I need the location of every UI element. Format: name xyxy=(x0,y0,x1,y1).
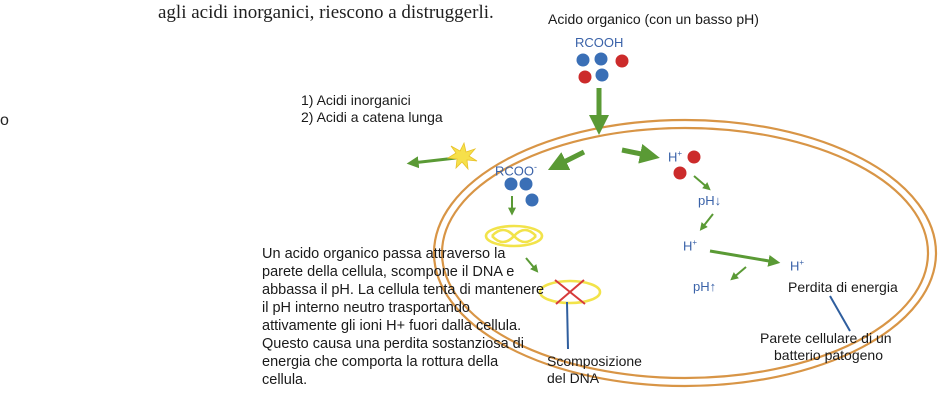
cell-wall-label-2: batterio patogeno xyxy=(774,347,883,363)
dna-strand-icon xyxy=(484,224,544,248)
dna-breakdown-label-2: del DNA xyxy=(547,370,600,386)
pointer-dna xyxy=(566,301,569,350)
edge-text-fragment: o xyxy=(0,112,9,129)
proton-molecules xyxy=(673,150,701,180)
arrow-dna-to-cut xyxy=(525,257,539,273)
burst-icon xyxy=(446,141,478,171)
energy-loss-label: Perdita di energia xyxy=(788,279,898,295)
rcoo-text: RCOO xyxy=(495,163,534,179)
arrow-to-ph-up xyxy=(730,266,747,281)
arrow-to-rcoo xyxy=(547,149,586,171)
process-arrows xyxy=(406,88,781,281)
rcoo-molecule xyxy=(504,177,539,207)
rcooh-label: RCOOH xyxy=(575,35,624,50)
dna-breakdown-label-1: Scomposizione xyxy=(547,353,642,369)
arrow-to-h-plus xyxy=(621,143,660,164)
intro-text-fragment: agli acidi inorganici, riescono a distru… xyxy=(158,2,494,23)
rcoo-charge: - xyxy=(534,162,537,172)
h-plus-out-text: H xyxy=(790,258,800,274)
ph-down-label: pH↓ xyxy=(698,193,722,208)
rcooh-molecule xyxy=(576,52,629,84)
description-text: Un acido organico passa attraverso la pa… xyxy=(262,246,545,388)
h-plus-out-charge: + xyxy=(799,258,805,267)
inorganic-acids-label-2: 2) Acidi a catena lunga xyxy=(301,109,443,125)
arrow-ph-down-to-h xyxy=(699,213,714,231)
h-plus-mid-label: H+ xyxy=(683,238,697,253)
h-plus-mid-charge: + xyxy=(692,238,698,247)
arrow-h-out xyxy=(709,249,781,267)
cell-wall-label-1: Parete cellulare di un xyxy=(760,330,892,346)
h-plus-top-charge: + xyxy=(677,149,683,158)
inorganic-acids-label-1: 1) Acidi inorganici xyxy=(301,92,411,108)
arrow-inorganic-bounce xyxy=(406,156,457,169)
h-plus-out-label: H+ xyxy=(790,258,804,273)
h-plus-top-label: H+ xyxy=(668,149,682,164)
ph-up-label: pH↑ xyxy=(693,279,717,294)
rcoo-label: RCOO- xyxy=(495,162,537,178)
h-plus-top-text: H xyxy=(668,149,678,165)
label-pointers xyxy=(566,295,851,350)
cell-wall xyxy=(432,118,938,388)
arrow-h-to-ph-down xyxy=(693,175,711,191)
broken-dna-icon xyxy=(538,279,602,305)
organic-acid-label: Acido organico (con un basso pH) xyxy=(548,11,759,27)
h-plus-mid-text: H xyxy=(683,238,693,254)
pointer-cell-wall xyxy=(829,295,851,332)
